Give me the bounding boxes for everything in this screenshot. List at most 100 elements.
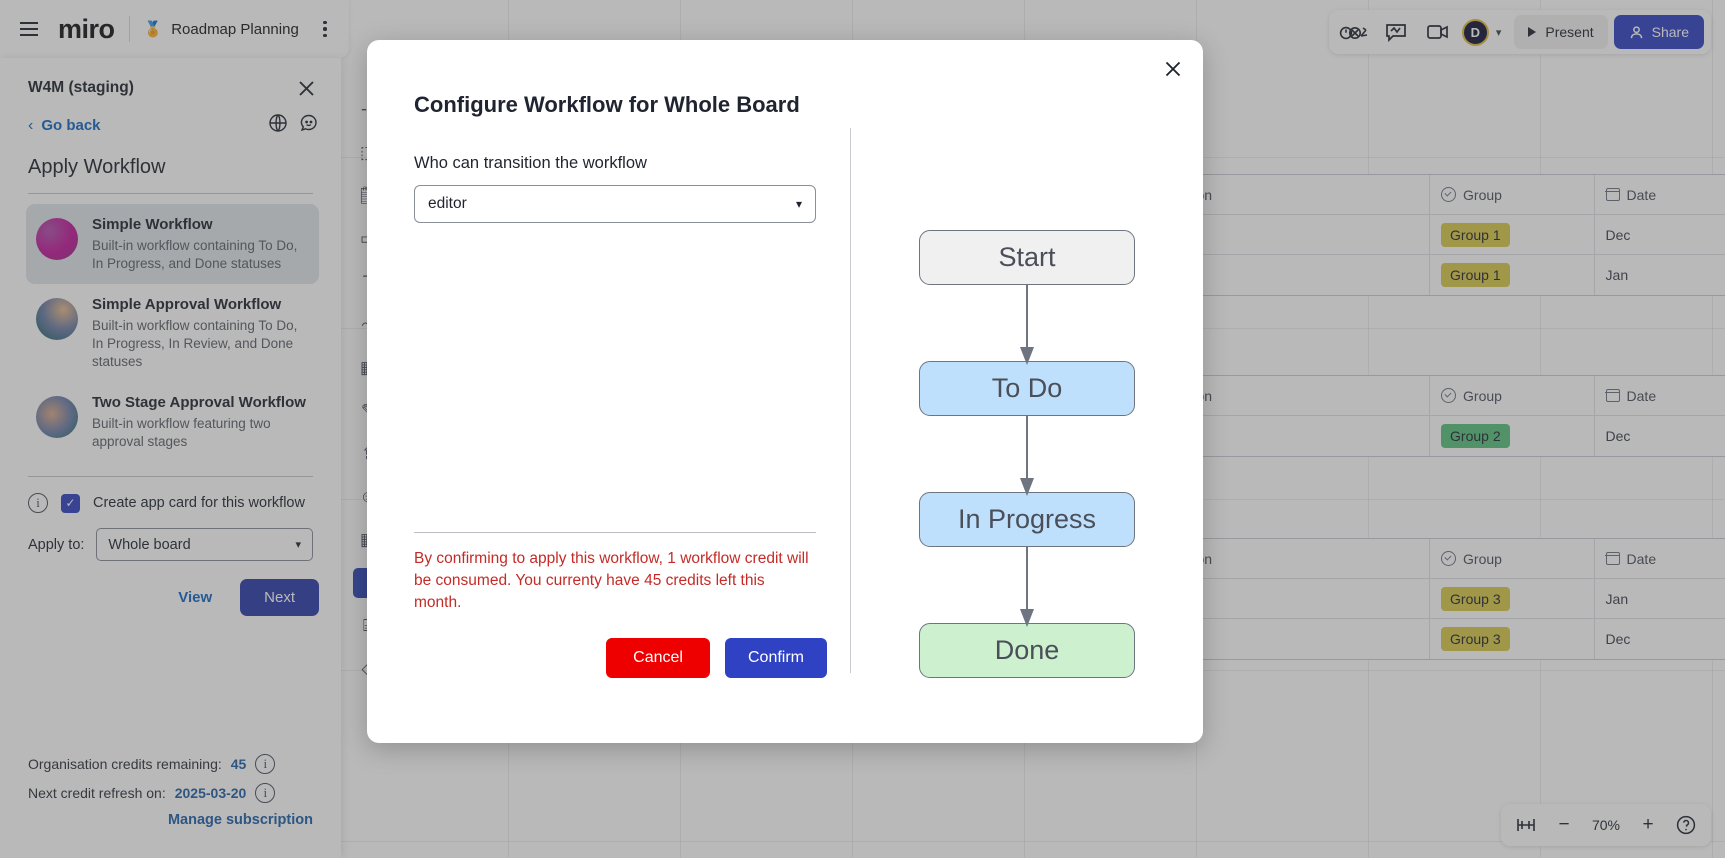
menu-hamburger-icon[interactable] bbox=[10, 10, 48, 48]
close-panel-icon[interactable] bbox=[293, 75, 319, 101]
workflow-text-group: Two Stage Approval Workflow Built-in wor… bbox=[92, 393, 309, 451]
timer-icon[interactable] bbox=[1336, 15, 1372, 49]
page-title: Apply Workflow bbox=[28, 156, 166, 178]
top-bar-right-group: D ▾ Present Share bbox=[1328, 10, 1711, 54]
transition-role-select[interactable]: editor ▾ bbox=[414, 185, 816, 223]
apply-to-select[interactable]: Whole board ▾ bbox=[96, 528, 313, 561]
feedback-icon[interactable] bbox=[299, 113, 319, 138]
top-bar: miro 🏅 Roadmap Planning bbox=[0, 0, 1725, 58]
chevron-down-icon[interactable]: ▾ bbox=[1495, 26, 1502, 39]
zoom-in-button[interactable]: + bbox=[1642, 814, 1654, 835]
panel-subheader-icons bbox=[268, 113, 319, 138]
cell-date[interactable]: Dec bbox=[1595, 215, 1725, 254]
cell-date[interactable]: Dec bbox=[1595, 619, 1725, 659]
cell-group[interactable]: Group 2 bbox=[1430, 416, 1595, 456]
cell-date[interactable]: Jan bbox=[1595, 579, 1725, 618]
table-row[interactable]: Group 2 Dec bbox=[1131, 416, 1725, 456]
cell-group[interactable]: Group 1 bbox=[1430, 215, 1595, 254]
transition-role-label: Who can transition the workflow bbox=[414, 154, 647, 172]
workflow-item-simple[interactable]: Simple Workflow Built-in workflow contai… bbox=[26, 204, 319, 284]
cell-description[interactable] bbox=[1131, 619, 1431, 659]
create-app-card-label: Create app card for this workflow bbox=[93, 495, 305, 511]
avatar[interactable]: D bbox=[1461, 18, 1489, 46]
cell-group[interactable]: Group 3 bbox=[1430, 619, 1595, 659]
calendar-icon bbox=[1605, 188, 1621, 201]
miro-logo[interactable]: miro bbox=[58, 13, 115, 44]
cell-description[interactable] bbox=[1131, 215, 1431, 254]
transition-role-value: editor bbox=[428, 195, 467, 212]
workflow-orb-icon bbox=[36, 396, 78, 438]
workflow-text-group: Simple Workflow Built-in workflow contai… bbox=[92, 215, 309, 273]
cancel-button[interactable]: Cancel bbox=[606, 638, 710, 678]
reactions-icon[interactable] bbox=[1378, 15, 1414, 49]
date-text: Jan bbox=[1605, 590, 1629, 607]
workflow-arrow bbox=[1019, 547, 1035, 628]
panel-action-buttons: View Next bbox=[0, 561, 341, 616]
cell-description[interactable] bbox=[1131, 416, 1431, 456]
credits-remaining-value: 45 bbox=[230, 756, 247, 772]
table-row[interactable]: Group 3 Jan bbox=[1131, 579, 1725, 619]
workflow-description: Built-in workflow containing To Do, In P… bbox=[92, 318, 298, 369]
cell-date[interactable]: Dec bbox=[1595, 416, 1725, 456]
user-avatar-group[interactable]: D ▾ bbox=[1461, 18, 1509, 46]
zoom-level-value[interactable]: 70% bbox=[1591, 817, 1621, 833]
share-label: Share bbox=[1651, 24, 1689, 40]
help-button[interactable] bbox=[1669, 808, 1703, 842]
cell-date[interactable]: Jan bbox=[1595, 255, 1725, 295]
info-icon[interactable]: i bbox=[255, 783, 276, 803]
zoom-out-button[interactable]: − bbox=[1558, 814, 1570, 835]
table-row[interactable]: Group 1 Jan bbox=[1131, 255, 1725, 295]
manage-subscription-link[interactable]: Manage subscription bbox=[167, 812, 313, 828]
modal-vertical-divider bbox=[850, 128, 851, 673]
close-modal-icon[interactable] bbox=[1156, 52, 1190, 86]
group-badge: Group 3 bbox=[1441, 586, 1510, 611]
status-circle-icon bbox=[1441, 388, 1457, 403]
workflow-item-simple-approval[interactable]: Simple Approval Workflow Built-in workfl… bbox=[26, 284, 319, 382]
status-circle-icon bbox=[1441, 551, 1457, 566]
globe-icon[interactable] bbox=[268, 113, 288, 138]
info-icon[interactable]: i bbox=[255, 754, 276, 774]
modal-title: Configure Workflow for Whole Board bbox=[414, 92, 800, 117]
status-circle-icon bbox=[1441, 187, 1457, 202]
workflow-list: Simple Workflow Built-in workflow contai… bbox=[0, 194, 341, 462]
workflow-arrow bbox=[1019, 285, 1035, 366]
workflow-description: Built-in workflow containing To Do, In P… bbox=[92, 238, 298, 271]
fit-to-screen-icon[interactable] bbox=[1509, 808, 1543, 842]
apply-to-row: Apply to: Whole board ▾ bbox=[0, 513, 341, 561]
go-back-link[interactable]: ‹ Go back bbox=[28, 117, 101, 135]
configure-workflow-modal: Configure Workflow for Whole Board Who c… bbox=[367, 40, 1203, 743]
header-cell-date: Date bbox=[1595, 175, 1725, 214]
group-badge: Group 3 bbox=[1441, 627, 1510, 651]
cell-description[interactable] bbox=[1131, 255, 1431, 295]
cell-group[interactable]: Group 1 bbox=[1430, 255, 1595, 295]
chevron-down-icon: ▾ bbox=[295, 539, 301, 551]
credit-refresh-row: Next credit refresh on: 2025-03-20 i bbox=[28, 783, 313, 803]
credits-remaining-label: Organisation credits remaining: bbox=[28, 756, 222, 772]
create-app-card-checkbox[interactable]: ✓ bbox=[61, 493, 80, 513]
cell-group[interactable]: Group 3 bbox=[1430, 579, 1595, 618]
go-back-label: Go back bbox=[41, 117, 101, 134]
next-button[interactable]: Next bbox=[240, 579, 319, 616]
info-icon[interactable]: i bbox=[28, 493, 48, 513]
calendar-icon bbox=[1605, 552, 1621, 565]
group-badge: Group 2 bbox=[1441, 424, 1510, 448]
present-button[interactable]: Present bbox=[1514, 15, 1608, 49]
board-table-3[interactable]: Description Group Date Group 3 Jan bbox=[1130, 538, 1725, 660]
share-button[interactable]: Share bbox=[1613, 15, 1704, 49]
apply-to-label: Apply to: bbox=[28, 536, 85, 553]
zoom-toolbar: − 70% + bbox=[1501, 804, 1711, 846]
table-row[interactable]: Group 1 Dec bbox=[1131, 215, 1725, 255]
credits-remaining-row: Organisation credits remaining: 45 i bbox=[28, 754, 313, 774]
workflow-node-start: Start bbox=[919, 230, 1135, 286]
header-cell-date: Date bbox=[1595, 376, 1725, 415]
board-title[interactable]: 🏅 Roadmap Planning bbox=[130, 20, 309, 39]
table-row[interactable]: Group 3 Dec bbox=[1131, 619, 1725, 659]
board-more-menu-icon[interactable] bbox=[309, 12, 341, 46]
divider bbox=[128, 16, 130, 42]
view-button[interactable]: View bbox=[178, 589, 213, 606]
workflow-item-two-stage-approval[interactable]: Two Stage Approval Workflow Built-in wor… bbox=[26, 382, 319, 462]
confirm-button[interactable]: Confirm bbox=[724, 638, 827, 678]
cell-description[interactable] bbox=[1131, 579, 1431, 618]
calendar-icon bbox=[1605, 389, 1621, 402]
video-call-icon[interactable] bbox=[1420, 15, 1456, 49]
